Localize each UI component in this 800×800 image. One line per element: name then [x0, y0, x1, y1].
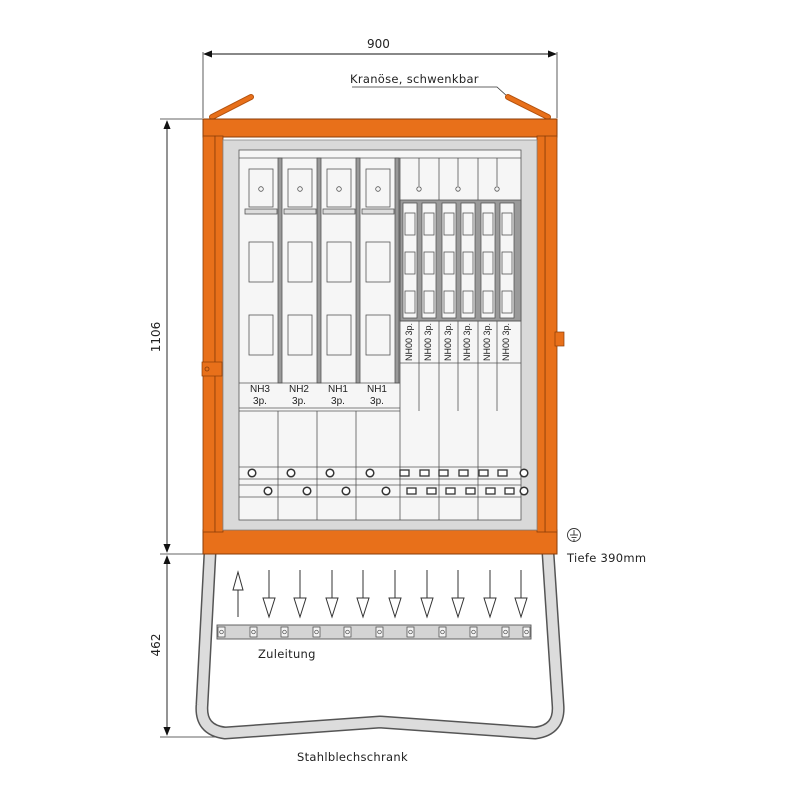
- crane-eye-label: Kranöse, schwenkbar: [350, 72, 479, 86]
- crane-eye-left: [209, 94, 254, 120]
- small-terminals: [399, 469, 515, 495]
- nh00-label-6: NH00 3p.: [501, 323, 511, 361]
- height-base-label: 462: [149, 633, 163, 657]
- fuse-poles: 3p.: [253, 396, 267, 407]
- fuse-type: NH00: [482, 337, 492, 361]
- base-frame: [195, 552, 565, 740]
- fuse-type: NH00: [404, 337, 414, 361]
- cable-clamp-rail: [216, 624, 532, 640]
- fuse-type: NH1: [327, 384, 348, 395]
- fuse-poles: 3p.: [370, 396, 384, 407]
- fuse-type: NH00: [443, 337, 453, 361]
- nh00-label-3: NH00 3p.: [443, 323, 453, 361]
- fuse-type: NH1: [366, 384, 387, 395]
- cable-arrows: [232, 570, 528, 619]
- fuse-poles: 3p.: [501, 322, 511, 336]
- fuse-poles: 3p.: [404, 322, 414, 336]
- fuse-label-2: NH2 3p.: [280, 384, 318, 408]
- busbar-terminals: [247, 468, 529, 496]
- fuse-poles: 3p.: [482, 322, 492, 336]
- fuse-poles: 3p.: [292, 396, 306, 407]
- height-cabinet-label: 1106: [149, 321, 163, 353]
- fuse-type: NH00: [501, 337, 511, 361]
- nh00-label-1: NH00 3p.: [404, 323, 414, 361]
- height-dimension-cabinet: [160, 118, 205, 555]
- width-dimension: [202, 50, 558, 118]
- nh00-label-4: NH00 3p.: [462, 323, 472, 361]
- small-fuse-block: [399, 158, 522, 520]
- crane-eye-leader: [352, 86, 509, 98]
- nh00-label-2: NH00 3p.: [423, 323, 433, 361]
- fuse-type: NH3: [249, 384, 270, 395]
- fuse-type: NH2: [288, 384, 309, 395]
- fuse-type: NH00: [462, 337, 472, 361]
- crane-eye-right: [505, 94, 551, 120]
- terminal-area: [239, 411, 521, 520]
- nh00-label-5: NH00 3p.: [482, 323, 492, 361]
- cabinet-title: Stahlblechschrank: [297, 750, 408, 764]
- supply-label: Zuleitung: [258, 647, 316, 661]
- fuse-label-1: NH3 3p.: [241, 384, 279, 408]
- fuse-poles: 3p.: [443, 322, 453, 336]
- large-fuse-columns: [239, 157, 400, 412]
- width-dimension-label: 900: [367, 37, 390, 51]
- fuse-poles: 3p.: [462, 322, 472, 336]
- fuse-poles: 3p.: [331, 396, 345, 407]
- fuse-label-3: NH1 3p.: [319, 384, 357, 408]
- fuse-poles: 3p.: [423, 322, 433, 336]
- fuse-type: NH00: [423, 337, 433, 361]
- height-dimension-base: [160, 555, 225, 738]
- depth-label: Tiefe 390mm: [567, 551, 647, 565]
- fuse-label-4: NH1 3p.: [358, 384, 396, 408]
- earth-ground-icon: [567, 528, 581, 542]
